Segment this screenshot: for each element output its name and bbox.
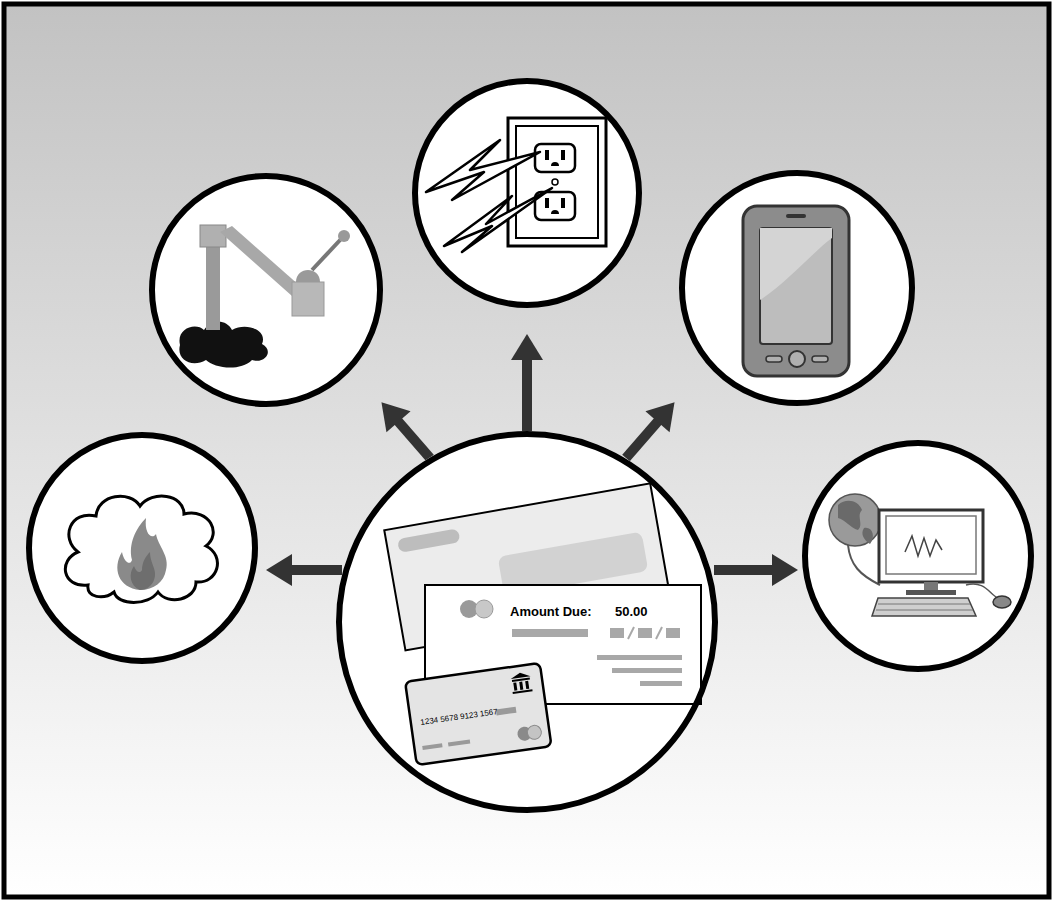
internet-circle [805, 443, 1031, 669]
card-number: 1234 5678 9123 1567 [420, 708, 498, 727]
phone-circle [682, 173, 912, 403]
arrow-upper-right [614, 392, 687, 469]
bills-circle-fill [336, 431, 718, 813]
frame [4, 4, 1049, 897]
water-circle [152, 176, 380, 404]
electric-circle [415, 81, 639, 305]
node-outline [336, 431, 718, 813]
amount-value: 50.00 [615, 605, 648, 618]
arrow-up [511, 334, 543, 438]
service-circles [29, 81, 1031, 669]
phone-icon [743, 206, 849, 376]
amount-label: Amount Due: [510, 605, 592, 618]
arrow-right [714, 554, 798, 586]
electric-icon [426, 118, 606, 252]
internet-icon [829, 494, 1011, 616]
water-icon [179, 225, 350, 368]
bills-icon [384, 483, 701, 765]
gas-circle [29, 435, 255, 661]
arrow-left [266, 554, 342, 586]
gas-icon [65, 496, 217, 602]
bills-circle: Amount Due: 50.00 1234 5678 9123 1567 [336, 431, 718, 813]
circle-outline [339, 434, 715, 810]
